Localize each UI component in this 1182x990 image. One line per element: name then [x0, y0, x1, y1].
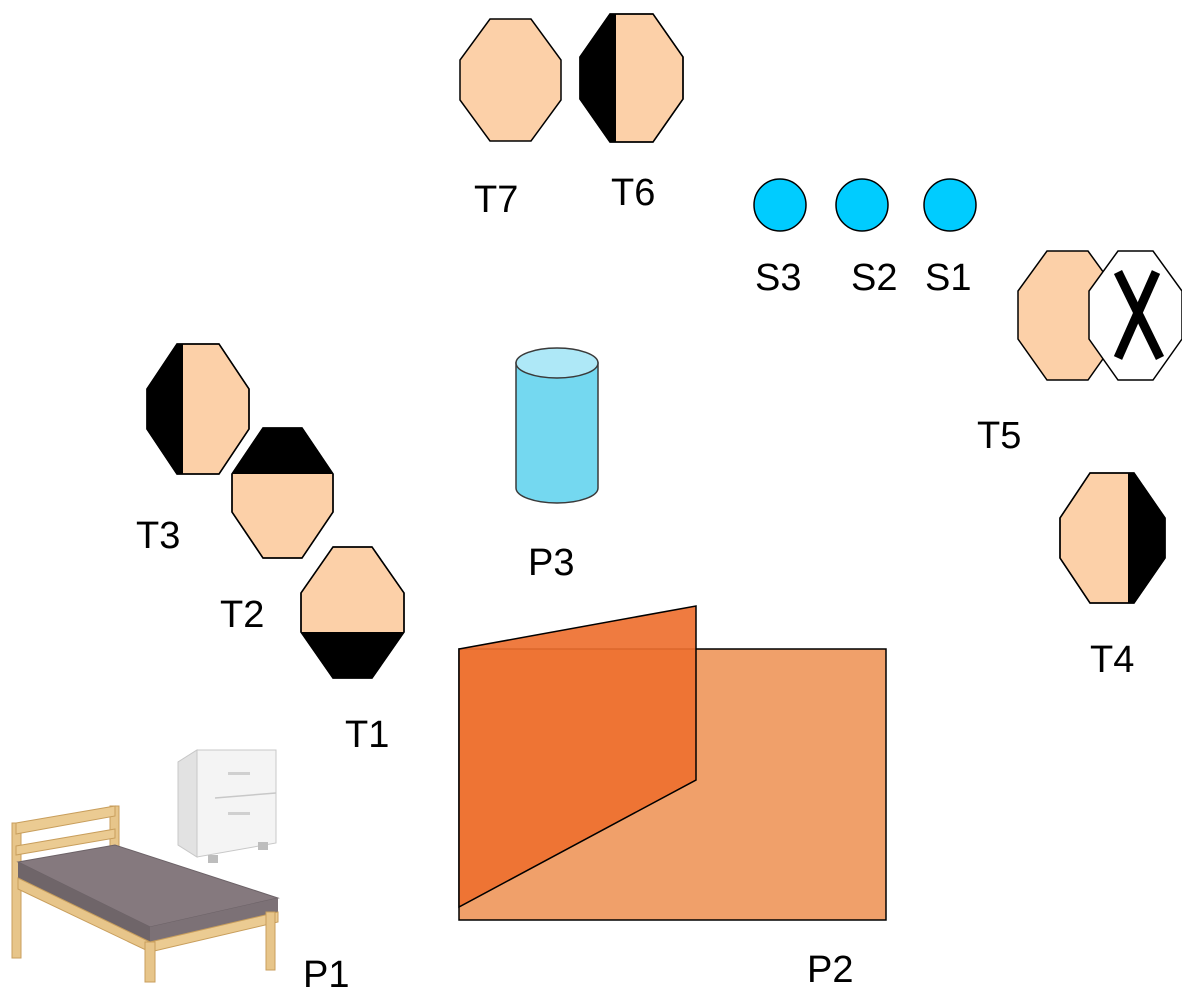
sensor-s1: S1 [923, 178, 977, 299]
sensor-s3: S3 [753, 178, 807, 299]
t2-dark-top-icon [232, 428, 333, 474]
t7-octagon-icon [459, 18, 562, 142]
target-label-t6: T6 [611, 172, 655, 214]
prop-label-p3: P3 [528, 542, 574, 584]
sensor-s1-icon [923, 178, 977, 232]
cylinder-top-icon [515, 347, 599, 379]
target-t6: T6 [579, 13, 684, 214]
cylinder-body-icon [515, 362, 599, 504]
sensor-s2-icon [835, 178, 889, 232]
t4-dark-half-icon [1128, 473, 1165, 603]
target-t4: T4 [1059, 472, 1166, 681]
bed-icon [11, 805, 280, 983]
target-label-t4: T4 [1090, 639, 1134, 681]
t6-dark-half-icon [580, 14, 616, 142]
target-t5: T5 [977, 250, 1182, 457]
sensor-s3-icon [753, 178, 807, 232]
sensor-label-s1: S1 [925, 257, 971, 299]
prop-p2-panel: P2 [458, 605, 887, 990]
sensor-s2: S2 [835, 178, 897, 299]
target-label-t7: T7 [474, 179, 518, 221]
target-t2: T2 [220, 427, 334, 636]
sensor-label-s3: S3 [755, 257, 801, 299]
target-label-t1: T1 [345, 714, 389, 756]
prop-p3-cylinder: P3 [515, 347, 599, 584]
sensor-label-s2: S2 [851, 257, 897, 299]
target-t1: T1 [300, 546, 405, 756]
target-label-t5: T5 [977, 415, 1021, 457]
prop-label-p1: P1 [303, 954, 349, 990]
t1-dark-bottom-icon [301, 632, 404, 678]
prop-label-p2: P2 [807, 949, 853, 990]
target-label-t2: T2 [220, 594, 264, 636]
t5-octagon-icon [1017, 250, 1118, 381]
cross-marker-icon [1088, 250, 1182, 381]
target-t7: T7 [459, 18, 562, 221]
target-label-t3: T3 [136, 515, 180, 557]
t3-dark-half-icon [147, 344, 183, 474]
target-t3: T3 [136, 343, 250, 557]
prop-p1-bed: P1 [11, 749, 349, 990]
nightstand-icon [177, 749, 277, 863]
